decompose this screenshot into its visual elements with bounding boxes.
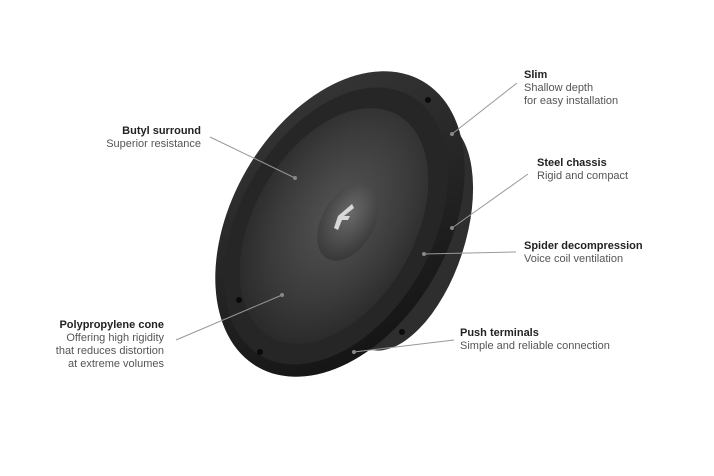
callout-butyl-title: Butyl surround <box>122 125 201 137</box>
callout-butyl-surround: Butyl surround Superior resistance <box>60 125 201 151</box>
callout-spider-title: Spider decompression <box>524 240 643 252</box>
mounting-holes <box>236 97 431 355</box>
callout-spider-line-1: Voice coil ventilation <box>524 253 624 265</box>
callout-steel-line-1: Rigid and compact <box>537 170 629 182</box>
callout-slim-title: Slim <box>524 69 548 81</box>
callout-push-terminals: Push terminals Simple and reliable conne… <box>460 327 610 353</box>
callout-slim: Slim Shallow depth for easy installation <box>524 69 618 108</box>
leader-lines <box>175 82 529 353</box>
callout-cone-line-2: that reduces distortion <box>55 345 164 357</box>
callout-cone-line-3: at extreme volumes <box>68 358 164 370</box>
callout-spider-decompression: Spider decompression Voice coil ventilat… <box>524 240 643 266</box>
callout-polypropylene-cone: Polypropylene cone Offering high rigidit… <box>20 319 164 371</box>
callout-steel-title: Steel chassis <box>537 157 607 169</box>
leader-dots <box>280 132 454 354</box>
callout-cone-line-1: Offering high rigidity <box>66 332 164 344</box>
brand-logo-icon <box>334 204 354 230</box>
callout-slim-line-1: Shallow depth <box>524 82 594 94</box>
callout-push-title: Push terminals <box>460 327 539 339</box>
callout-push-line-1: Simple and reliable connection <box>460 340 610 352</box>
dust-cap <box>317 183 379 261</box>
callout-cone-title: Polypropylene cone <box>59 319 164 331</box>
callout-steel-chassis: Steel chassis Rigid and compact <box>537 157 628 183</box>
callout-butyl-line-1: Superior resistance <box>106 138 201 150</box>
callout-slim-line-2: for easy installation <box>524 95 619 107</box>
